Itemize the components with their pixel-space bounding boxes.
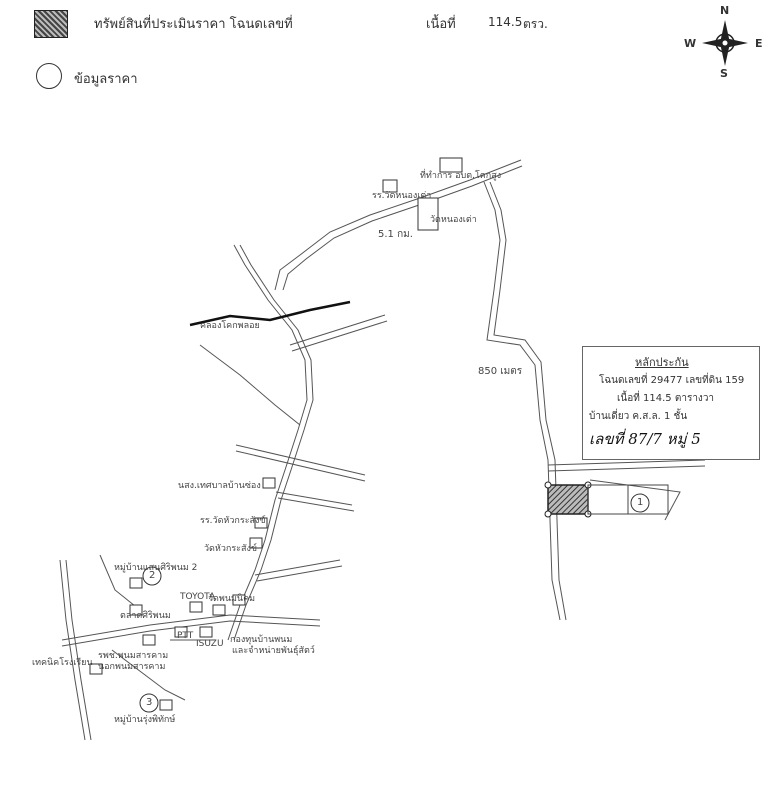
road-cross-4 (254, 559, 341, 576)
price-marker-2-label: 2 (149, 570, 156, 581)
label-bank: กองทุนบ้านพนม (230, 635, 293, 645)
road-main (227, 244, 308, 641)
road-tambon (274, 159, 522, 291)
road-curve (199, 344, 301, 426)
property-legend-swatch (34, 10, 68, 38)
road-east-2 (589, 479, 681, 521)
collateral-infobox: หลักประกัน โฉนดเลขที่ 29477 เลขที่ดิน 15… (582, 346, 760, 460)
label-tech: เทคนิคโรงเรียน (32, 658, 93, 668)
infobox-line2: เนื้อที่ 114.5 ตารางวา (617, 393, 715, 404)
price-marker-3 (139, 693, 159, 713)
road-cross-1 (289, 314, 386, 346)
label-temple1: วัดหนองเต่า (430, 215, 477, 225)
property-parcel (544, 481, 669, 518)
road-east-1 (547, 459, 706, 466)
label-canal: คลองโคกพลอย (200, 321, 260, 331)
compass-n: N (720, 4, 730, 17)
label-toyota: TOYOTA (180, 592, 216, 602)
label-distance-2: 850 เมตร (478, 366, 523, 377)
label-isuzu: ISUZU (196, 639, 224, 649)
price-marker-1-label: 1 (637, 497, 644, 508)
area-value: 114.5 (488, 15, 523, 29)
label-distance-1: 5.1 กม. (378, 229, 413, 240)
label-school1: รร.วัดหนองเต่า (372, 191, 432, 201)
temple-icon (417, 197, 439, 231)
infobox-line1: โฉนดเลขที่ 29477 เลขที่ดิน 159 (599, 375, 745, 386)
area-label: เนื้อที่ (426, 17, 456, 32)
road-bottom (61, 614, 321, 641)
compass-e: E (755, 37, 763, 50)
office-icon (439, 157, 463, 173)
road-to-property (483, 181, 561, 621)
label-market: ตลาดศิริพนม (120, 611, 171, 621)
price-marker-1 (630, 493, 650, 513)
label-municipal: นสง.เทศบาลบ้านซ่อง (178, 481, 261, 491)
property-legend-label: ทรัพย์สินที่ประเมินราคา โฉนดเลขที่ (94, 17, 293, 32)
road-west (59, 559, 86, 741)
price-info-legend-label: ข้อมูลราคา (74, 72, 138, 87)
label-hospital-2: นอกพนมสารคาม (98, 662, 166, 672)
price-marker-3-label: 3 (146, 697, 153, 708)
compass-w: W (684, 37, 697, 50)
compass-rose-icon (702, 20, 748, 66)
canal-line (189, 300, 351, 327)
label-temple2: วัดหัวกระสังข์ (204, 544, 258, 554)
label-school2: รร.วัดหัวกระสังข์ (200, 516, 266, 526)
label-temple3: วัดพนมนิคม (208, 594, 256, 604)
price-marker-2 (142, 566, 162, 586)
infobox-line4: เลขที่ 87/7 หมู่ 5 (589, 430, 701, 448)
compass-s: S (720, 67, 728, 80)
area-unit: ตรว. (523, 17, 548, 31)
label-ptt: PTT (177, 631, 194, 641)
road-cross-3 (275, 491, 353, 506)
label-shop: และจำหน่ายพันธุ์สัตว์ (232, 646, 315, 656)
label-office: ที่ทำการ อบต.โคกสูง (420, 171, 502, 181)
infobox-title: หลักประกัน (635, 356, 689, 369)
label-village3: หมู่บ้านรุ่งพิทักษ์ (114, 715, 176, 725)
road-cross-2 (235, 444, 366, 476)
price-info-legend-circle (36, 63, 62, 89)
infobox-line3: บ้านเดี่ยว ค.ส.ล. 1 ชั้น (589, 411, 688, 422)
label-hospital: รพช.พนมสารคาม (98, 651, 169, 661)
label-village2: หมู่บ้านแสนศิริพนม 2 (114, 563, 198, 573)
